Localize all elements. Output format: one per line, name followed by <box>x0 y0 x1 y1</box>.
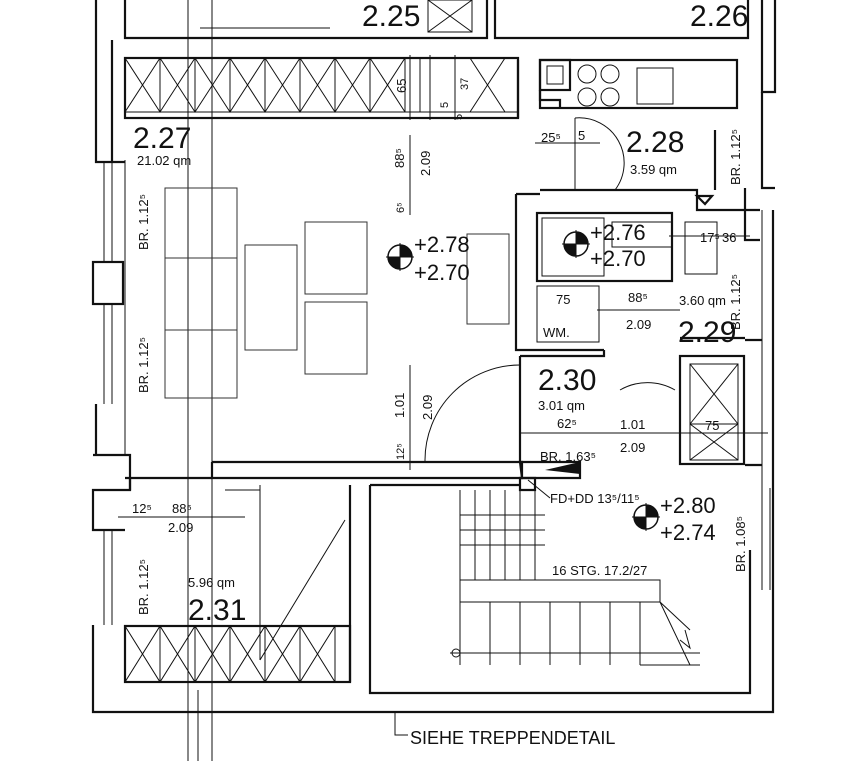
door-3-width: 88⁵ <box>628 290 648 305</box>
room-number-2-29: 2.29 <box>678 316 736 349</box>
room-2-28 <box>516 58 760 212</box>
level-3-bottom: +2.74 <box>660 520 716 545</box>
level-3-top: +2.80 <box>660 493 716 518</box>
dim-175: 17⁵ <box>700 230 720 245</box>
room-area-2-27: 21.02 qm <box>137 153 191 168</box>
door-4-width: 1.01 <box>392 393 407 418</box>
dim-5a: 5 <box>439 102 451 108</box>
door-6-height: 2.09 <box>168 520 193 535</box>
detail-leader <box>394 712 408 736</box>
fd-leader <box>527 479 551 499</box>
dim-65: 65 <box>394 79 409 93</box>
room-number-2-25: 2.25 <box>362 0 420 33</box>
window-label-5: BR. 1.12⁵ <box>728 274 743 330</box>
dimension-lines <box>118 55 768 518</box>
room-number-2-26: 2.26 <box>690 0 748 33</box>
neighbour-units <box>123 0 750 40</box>
dim-75b: 75 <box>705 418 719 433</box>
door-4-height: 2.09 <box>420 395 435 420</box>
door-5-height: 2.09 <box>620 440 645 455</box>
outer-walls <box>91 0 777 714</box>
level-1-bottom: +2.70 <box>414 260 470 285</box>
dim-75a: 75 <box>556 292 570 307</box>
window-label-1: BR. 1.12⁵ <box>136 194 151 250</box>
dim-5c: 5 <box>578 128 585 143</box>
stairs-label: 16 STG. 17.2/27 <box>552 563 647 578</box>
door-1-height: 2.09 <box>418 151 433 176</box>
room-area-2-29: 3.60 qm <box>679 293 726 308</box>
level-2-bottom: +2.70 <box>590 246 646 271</box>
level-marker-3 <box>632 503 660 531</box>
door-6-width: 88⁵ <box>172 501 192 516</box>
wm-label: WM. <box>543 325 570 340</box>
door-1-width: 88⁵ <box>392 148 407 168</box>
room-number-2-31: 2.31 <box>188 594 246 627</box>
room-2-29 <box>514 188 760 352</box>
br-163-label: BR. 1.63⁵ <box>540 449 596 464</box>
level-marker-1 <box>386 243 414 271</box>
dim-36: 36 <box>722 230 736 245</box>
dim-625: 62⁵ <box>557 416 577 431</box>
room-2-31 <box>123 476 352 684</box>
door-3-height: 2.09 <box>626 317 651 332</box>
dim-125b: 12⁵ <box>132 501 152 516</box>
dim-37: 37 <box>459 78 471 90</box>
detail-reference: SIEHE TREPPENDETAIL <box>410 728 615 748</box>
room-number-2-30: 2.30 <box>538 364 596 397</box>
room-area-2-31: 5.96 qm <box>188 575 235 590</box>
window-label-3: BR. 1.12⁵ <box>136 559 151 615</box>
level-1-top: +2.78 <box>414 232 470 257</box>
room-area-2-28: 3.59 qm <box>630 162 677 177</box>
window-label-6: BR. 1.08⁵ <box>733 516 748 572</box>
level-marker-2 <box>562 230 590 258</box>
level-2-top: +2.76 <box>590 220 646 245</box>
dim-125a: 12⁵ <box>395 443 407 460</box>
fd-label: FD+DD 13⁵/11⁵ <box>550 491 640 506</box>
room-number-2-27: 2.27 <box>133 122 191 155</box>
dim-6: 6⁵ <box>395 202 407 213</box>
room-area-2-30: 3.01 qm <box>538 398 585 413</box>
room-number-2-28: 2.28 <box>626 126 684 159</box>
dim-5b: 5 <box>453 114 465 120</box>
room-2-30 <box>424 338 762 480</box>
door-5-width: 1.01 <box>620 417 645 432</box>
dim-25: 25⁵ <box>541 130 561 145</box>
stair <box>368 476 752 695</box>
window-label-4: BR. 1.12⁵ <box>728 129 743 185</box>
window-label-2: BR. 1.12⁵ <box>136 337 151 393</box>
